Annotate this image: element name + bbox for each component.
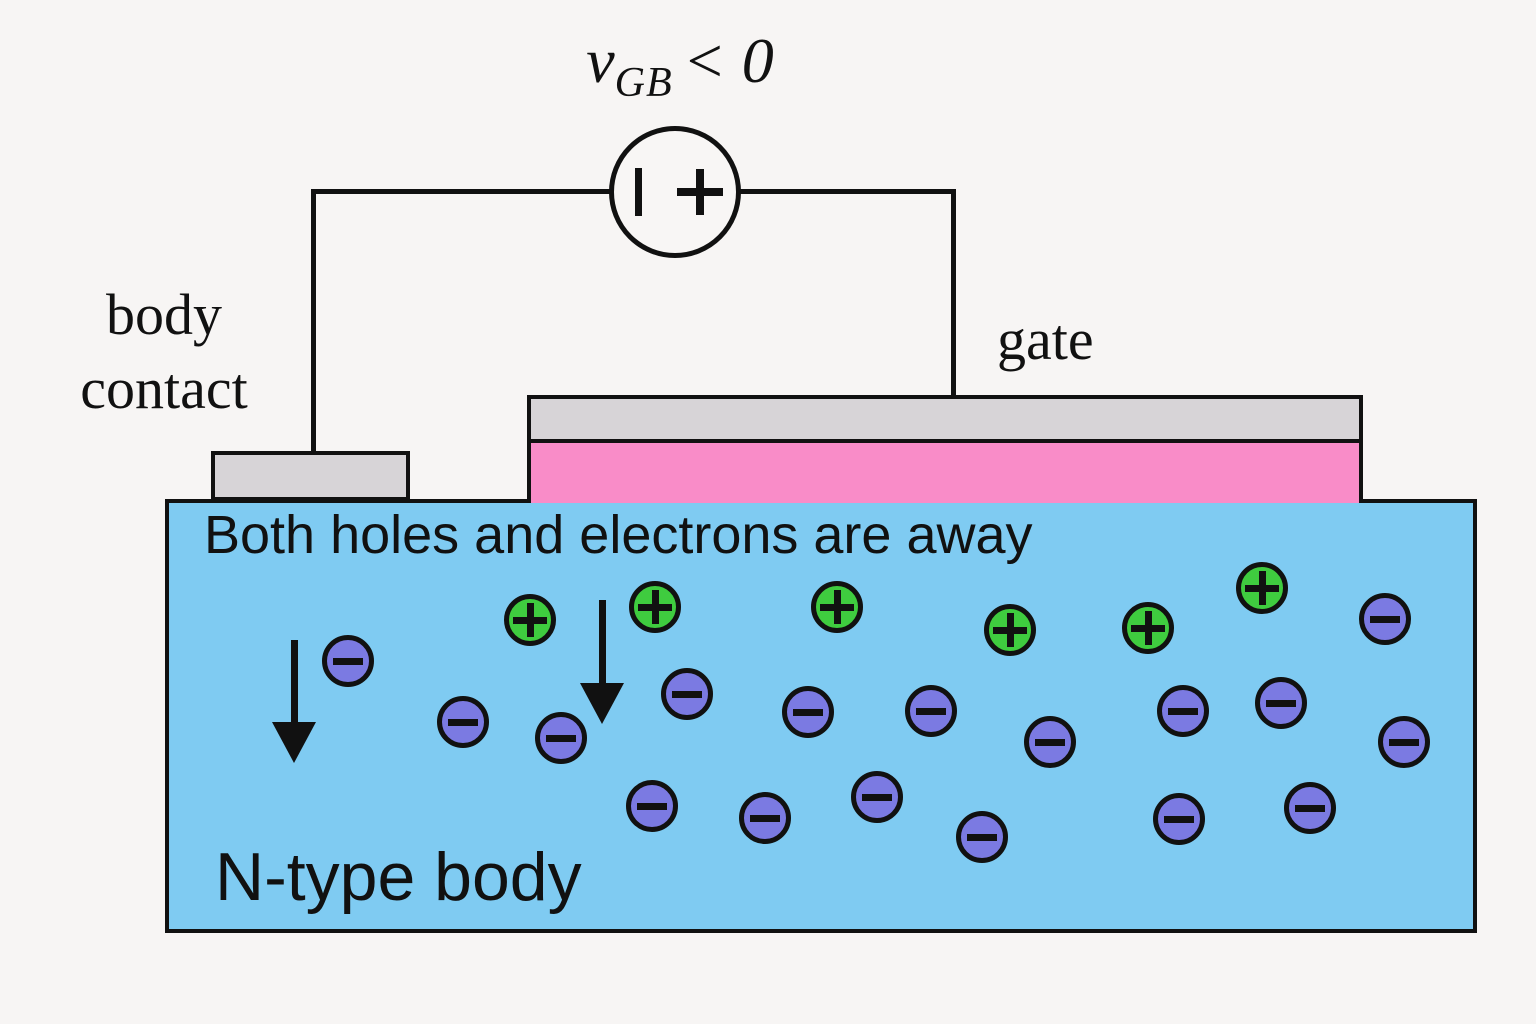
gate-metal-layer: [527, 395, 1363, 443]
electron-icon: [1284, 782, 1336, 834]
plus-sign: [1245, 571, 1279, 605]
gate-oxide-layer: [527, 443, 1363, 503]
plus-sign: [513, 603, 547, 637]
gate-label: gate: [997, 307, 1094, 372]
wire-gate-vertical: [951, 189, 956, 395]
hole-icon: [984, 604, 1036, 656]
plus-vertical-stroke: [696, 169, 704, 215]
wire-body-contact-vertical: [311, 189, 316, 451]
electron-icon: [1153, 793, 1205, 845]
electron-icon: [1024, 716, 1076, 768]
n-type-body-label: N-type body: [215, 839, 582, 915]
downward-arrow-icon: [272, 640, 316, 763]
minus-sign: [1164, 815, 1194, 823]
electron-icon: [322, 635, 374, 687]
minus-sign: [333, 657, 363, 665]
electron-icon: [782, 686, 834, 738]
body-contact-label: body contact: [28, 278, 300, 426]
electron-icon: [1359, 593, 1411, 645]
wire-right-horizontal: [739, 189, 956, 194]
body-contact-label-line1: body: [106, 282, 222, 347]
title-variable: v: [586, 25, 615, 96]
electron-icon: [1157, 685, 1209, 737]
downward-arrow-icon: [580, 600, 624, 724]
minus-sign: [750, 814, 780, 822]
minus-sign: [448, 718, 478, 726]
electron-icon: [661, 668, 713, 720]
minus-sign: [793, 708, 823, 716]
hole-icon: [1122, 602, 1174, 654]
electron-icon: [535, 712, 587, 764]
electron-icon: [1255, 677, 1307, 729]
electron-icon: [1378, 716, 1430, 768]
voltage-source-circle: [609, 126, 741, 258]
hole-icon: [629, 581, 681, 633]
negative-terminal-icon: [635, 168, 642, 216]
hole-icon: [504, 594, 556, 646]
title-subscript: GB: [614, 60, 673, 106]
wire-left-horizontal: [311, 189, 611, 194]
electron-icon: [437, 696, 489, 748]
caption-holes-electrons-away: Both holes and electrons are away: [204, 505, 1033, 565]
minus-sign: [1035, 738, 1065, 746]
minus-sign: [1389, 738, 1419, 746]
hole-icon: [1236, 562, 1288, 614]
minus-sign: [672, 690, 702, 698]
plus-sign: [1131, 611, 1165, 645]
minus-sign: [916, 707, 946, 715]
hole-icon: [811, 581, 863, 633]
electron-icon: [739, 792, 791, 844]
minus-sign: [546, 734, 576, 742]
body-contact-metal: [211, 451, 410, 501]
minus-sign: [1266, 699, 1296, 707]
title-relation: < 0: [682, 25, 774, 96]
plus-sign: [820, 590, 854, 624]
electron-icon: [905, 685, 957, 737]
plus-sign: [638, 590, 672, 624]
electron-icon: [626, 780, 678, 832]
title-vgb-condition: vGB< 0: [540, 25, 820, 106]
minus-sign: [967, 833, 997, 841]
minus-sign: [1370, 615, 1400, 623]
minus-sign: [637, 802, 667, 810]
minus-sign: [1295, 804, 1325, 812]
electron-icon: [956, 811, 1008, 863]
minus-sign: [1168, 707, 1198, 715]
minus-sign: [862, 793, 892, 801]
electron-icon: [851, 771, 903, 823]
plus-sign: [993, 613, 1027, 647]
body-contact-label-line2: contact: [80, 356, 248, 422]
